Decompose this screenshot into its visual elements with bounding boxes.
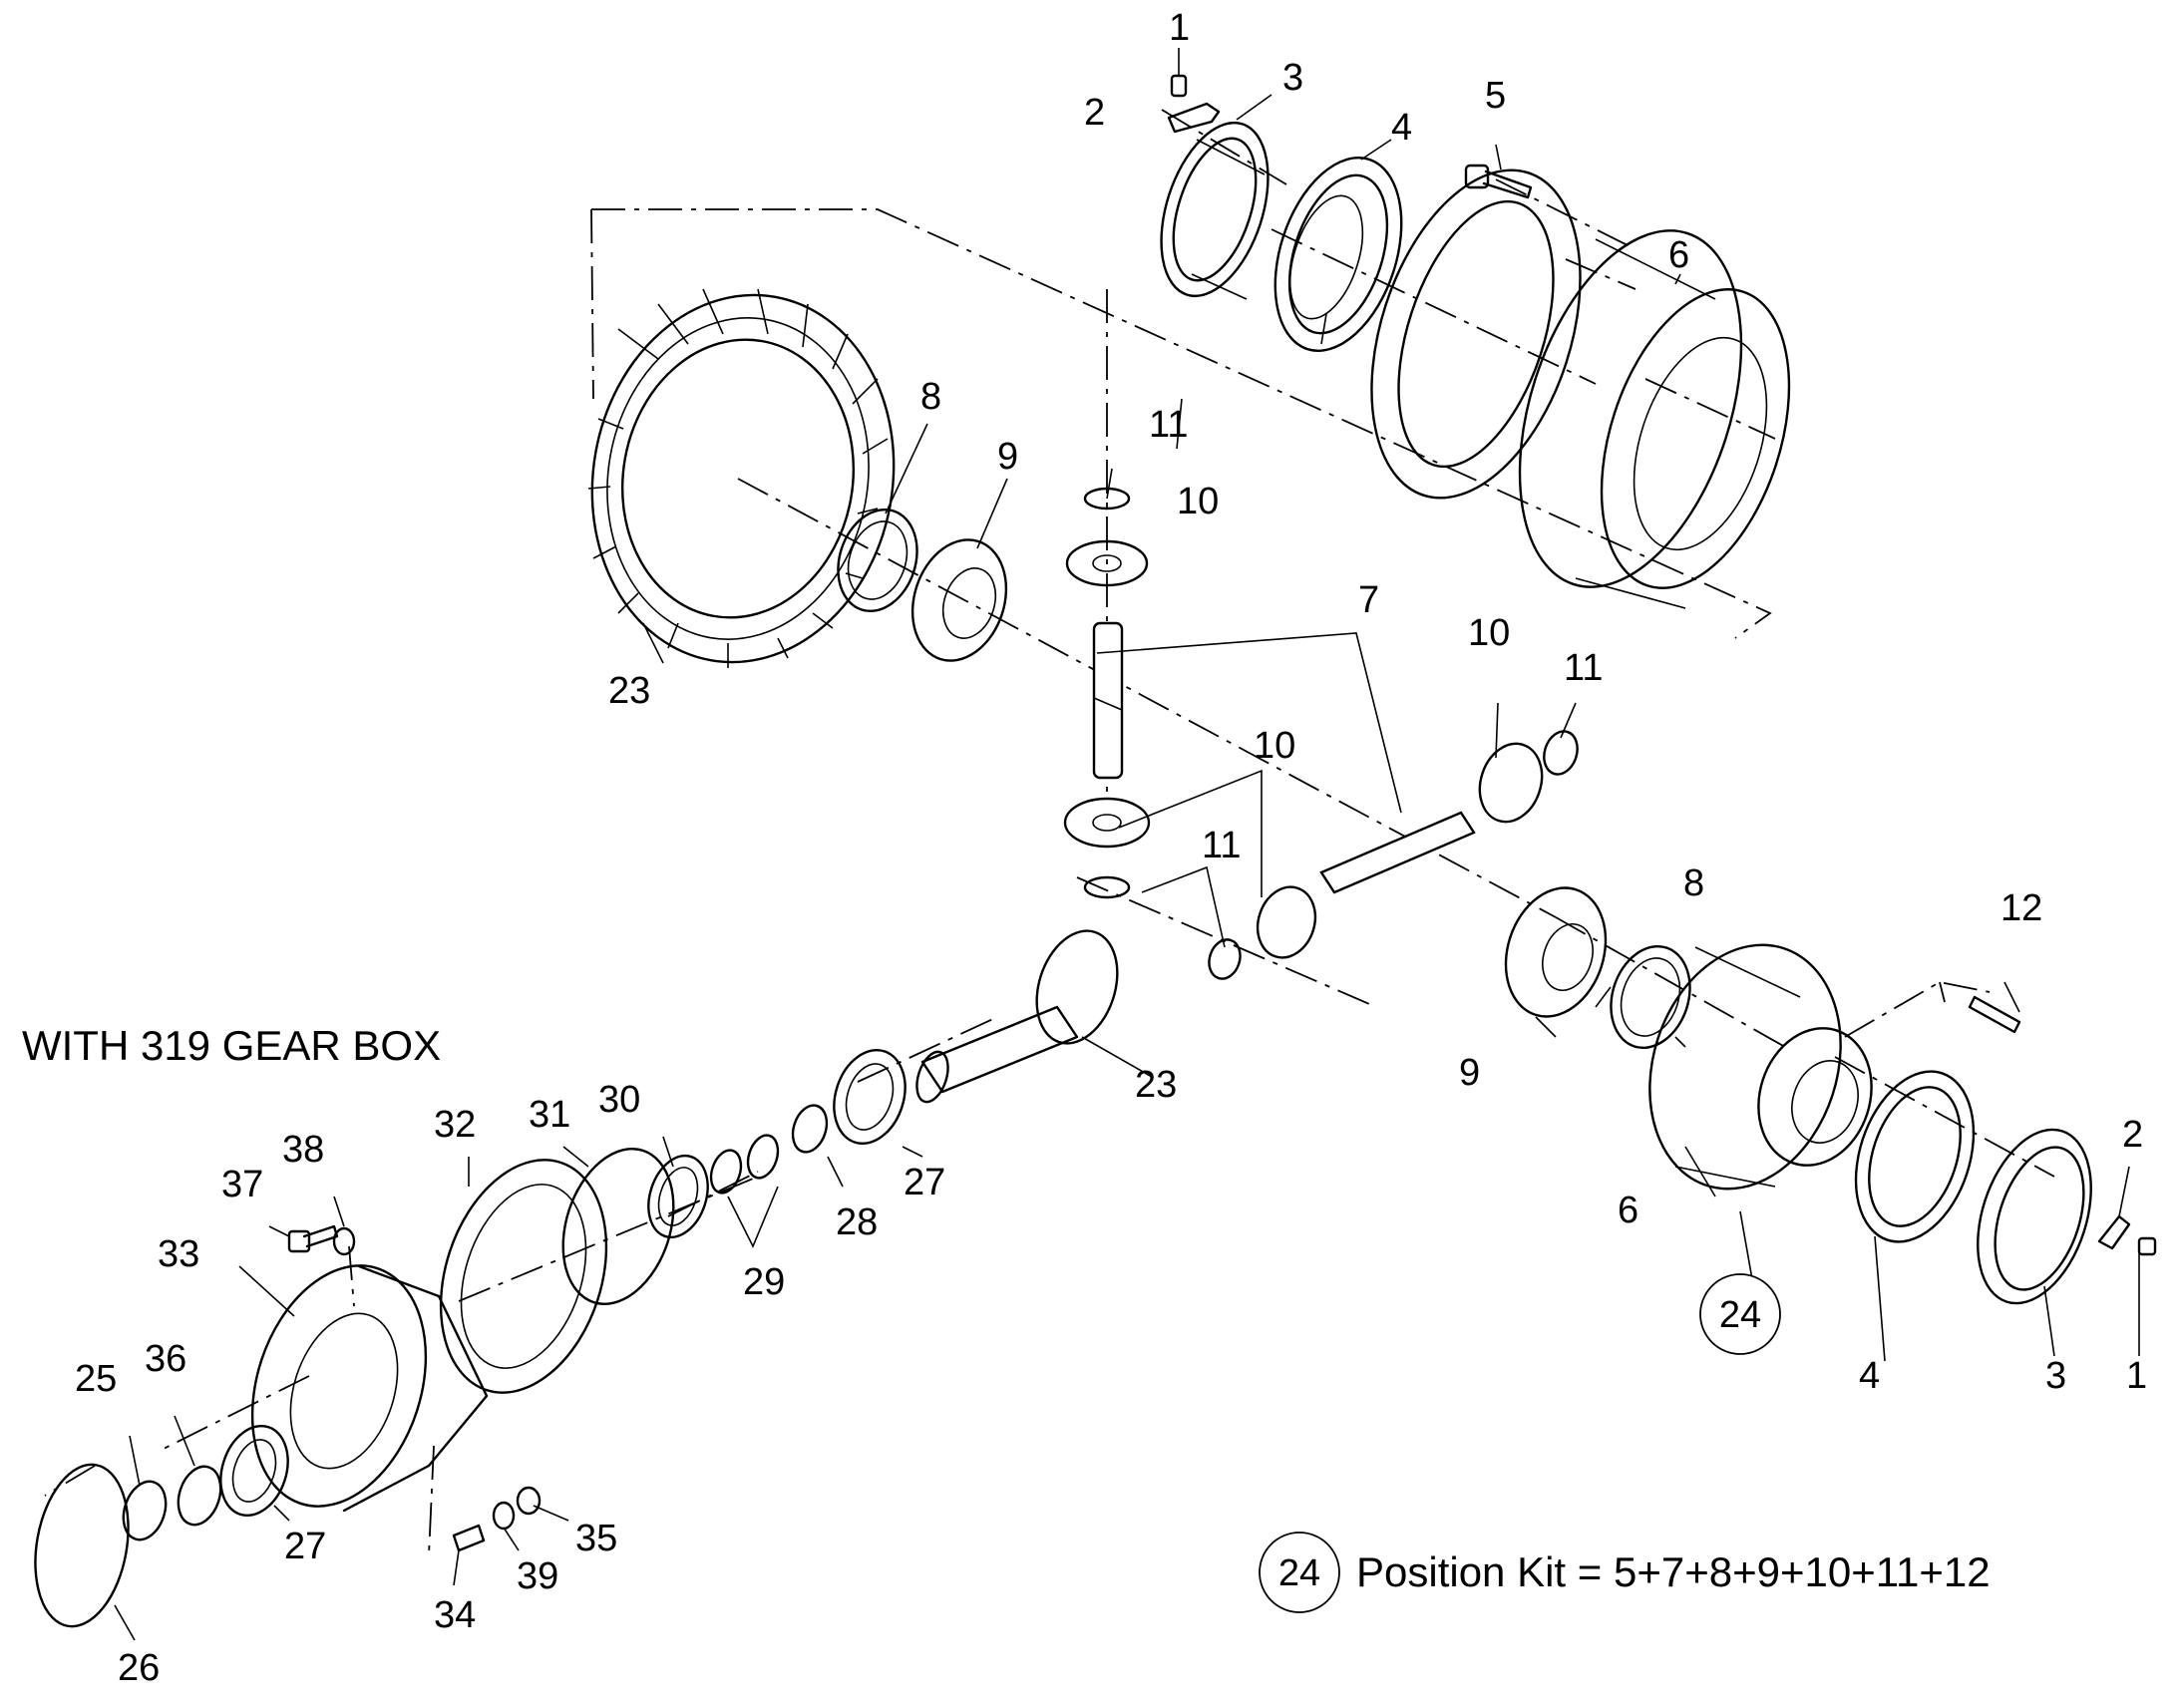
callout-9-right: 9 [1459, 1052, 1480, 1094]
o-ring-31 [561, 1148, 675, 1305]
cover-26 [34, 1463, 130, 1628]
callout-4-right: 4 [1859, 1355, 1880, 1397]
nut-35 [516, 1486, 542, 1516]
callout-8-right: 8 [1683, 862, 1704, 904]
pinion-gear-top [1065, 539, 1149, 587]
callout-11-mid: 11 [1202, 825, 1241, 866]
spacer-28 [791, 1104, 829, 1154]
pinion-washer-mid [1208, 938, 1242, 980]
callout-10-mid: 10 [1254, 725, 1295, 767]
lock-plate-top [1167, 102, 1221, 134]
pinion-housing-33 [250, 1264, 489, 1513]
lock-plate-right [2097, 1214, 2131, 1250]
callout-4-top: 4 [1391, 107, 1412, 149]
callout-35: 35 [575, 1518, 617, 1559]
assembly-axis-lines [44, 109, 2055, 1556]
pinion-washer-right [1543, 730, 1579, 776]
callout-36: 36 [145, 1338, 186, 1380]
seal-30 [647, 1154, 709, 1239]
callout-5: 5 [1485, 75, 1506, 117]
callout-25: 25 [75, 1358, 117, 1400]
callout-29: 29 [743, 1261, 785, 1303]
callout-6-top: 6 [1668, 234, 1689, 276]
snap-rings-29 [709, 1134, 780, 1195]
adjuster-ring-lower-right [1977, 1128, 2092, 1305]
callout-11-top: 11 [1149, 404, 1188, 446]
callout-24-circled: 24 [1699, 1273, 1781, 1355]
callout-12: 12 [2000, 887, 2042, 929]
variant-label: WITH 319 GEAR BOX [22, 1022, 441, 1069]
shim-plate-top [1370, 169, 1582, 500]
side-gear-lower-right [1504, 886, 1608, 1018]
spider-shaft-cross [1319, 811, 1476, 894]
nut-25 [122, 1480, 168, 1541]
bolt-top [1464, 164, 1533, 199]
callout-2-right: 2 [2122, 1114, 2143, 1156]
callout-10-top: 10 [1177, 481, 1219, 522]
callout-1-top: 1 [1169, 7, 1190, 49]
adjuster-ring-top [1160, 121, 1270, 300]
callout-7: 7 [1358, 579, 1379, 621]
callout-28: 28 [836, 1201, 878, 1243]
callout-23-top: 23 [608, 670, 650, 712]
callout-34: 34 [434, 1594, 476, 1636]
bearing-top [1273, 157, 1403, 352]
callout-11-right: 11 [1564, 647, 1603, 689]
kit-note-text: Position Kit = 5+7+8+9+10+11+12 [1356, 1548, 1991, 1595]
callout-39: 39 [517, 1555, 558, 1597]
bearing-27-mid [833, 1048, 907, 1146]
ring-gear-upper [587, 288, 896, 668]
callout-2-top: 2 [1084, 92, 1105, 134]
pinion-washer-top [1083, 487, 1131, 511]
pinion-gear-left [1063, 797, 1151, 849]
leader-lines [114, 48, 2140, 1641]
callout-9-top: 9 [997, 436, 1018, 478]
callout-3-right: 3 [2045, 1355, 2066, 1397]
washer-39 [492, 1501, 516, 1531]
thrust-washer-upper [837, 508, 918, 613]
callout-23-mid: 23 [1135, 1064, 1177, 1106]
cap-screw-top [1170, 60, 1188, 98]
differential-case-top [1518, 229, 1791, 609]
callout-1-right: 1 [2126, 1355, 2147, 1397]
gasket-32 [439, 1159, 608, 1394]
bearing-lower-right [1854, 1070, 1976, 1243]
bearing-27-low [219, 1424, 289, 1518]
washer-36 [177, 1465, 222, 1527]
kit-note-ref: 24 [1278, 1552, 1320, 1594]
callout-32: 32 [434, 1104, 476, 1146]
bolt-37 [287, 1224, 339, 1253]
callout-31: 31 [529, 1094, 570, 1136]
callout-27-mid: 27 [904, 1162, 945, 1203]
svg-text:24: 24 [1719, 1294, 1761, 1336]
drive-pinion [915, 929, 1119, 1104]
case-bolt [1968, 995, 2021, 1034]
callout-37: 37 [221, 1164, 263, 1205]
callout-3-top: 3 [1282, 57, 1303, 99]
position-kit-note: 24 Position Kit = 5+7+8+9+10+11+12 [1259, 1532, 1991, 1613]
washer-38 [332, 1226, 356, 1256]
spider-shaft-vertical [1092, 621, 1124, 780]
side-gear-upper [910, 538, 1008, 662]
stud-34 [452, 1524, 486, 1552]
pinion-washer-left [1083, 875, 1131, 899]
differential-case-lower [1648, 943, 1873, 1191]
callout-8-top: 8 [920, 376, 941, 418]
callout-10-right: 10 [1468, 612, 1510, 654]
callout-38: 38 [282, 1129, 324, 1171]
cap-screw-right [2137, 1236, 2157, 1256]
thrust-washer-lower-right [1610, 944, 1691, 1050]
callout-26: 26 [118, 1647, 160, 1689]
callout-27-low: 27 [284, 1526, 326, 1567]
callout-labels: 1 2 3 4 5 6 7 8 9 10 11 10 11 10 11 23 1… [75, 7, 2147, 1689]
callout-30: 30 [598, 1079, 640, 1121]
side-gear-right [1478, 742, 1544, 824]
callout-33: 33 [158, 1233, 199, 1275]
callout-6-right: 6 [1618, 1190, 1638, 1231]
pinion-gear-mid [1256, 885, 1317, 959]
